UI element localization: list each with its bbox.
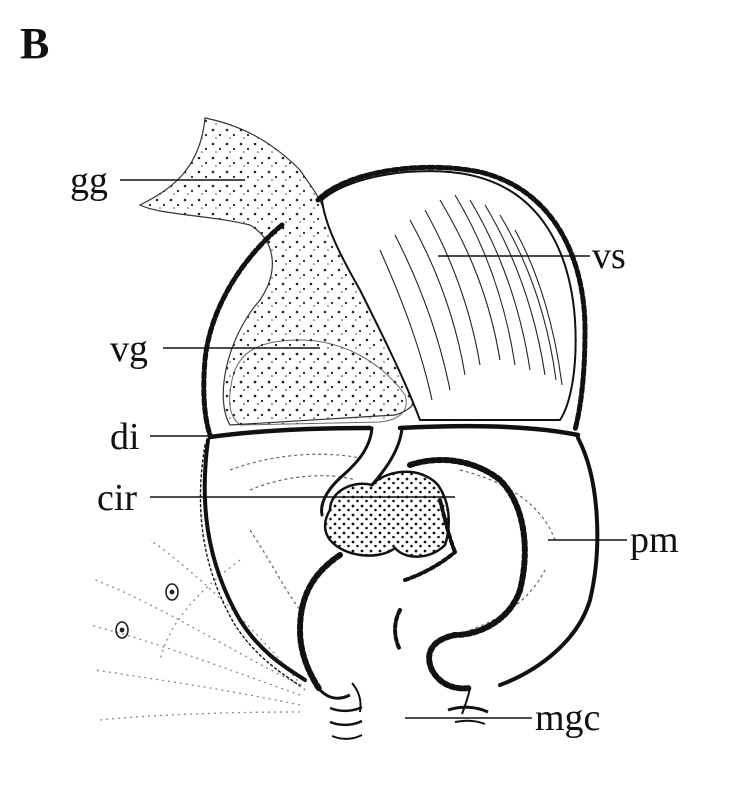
surrounding-tissue [89,539,306,721]
outer-wall-upper [315,164,588,433]
panel-letter: B [20,19,50,68]
cell-nuclei [115,583,179,639]
label-di: di [110,416,140,458]
diaphragm [207,424,581,440]
seminal-vesicle [320,170,577,421]
penis-bulb-outer-dotted [199,444,301,687]
label-vg: vg [110,328,148,370]
atrium-wall-left [297,552,343,693]
genital-canal-opening [318,682,489,740]
label-cir: cir [97,477,137,519]
leader-lines [120,179,627,719]
label-pm: pm [630,519,679,561]
label-mgc: mgc [535,697,600,739]
label-vs: vs [592,235,626,277]
prostatic-glands [229,339,407,426]
atrium-wall-right [407,457,528,692]
atrium-wall-inner [393,498,457,652]
genital-glands [138,117,424,426]
penis-bulb-wall [202,436,600,687]
label-gg: gg [70,160,108,202]
cirrus [323,470,450,558]
